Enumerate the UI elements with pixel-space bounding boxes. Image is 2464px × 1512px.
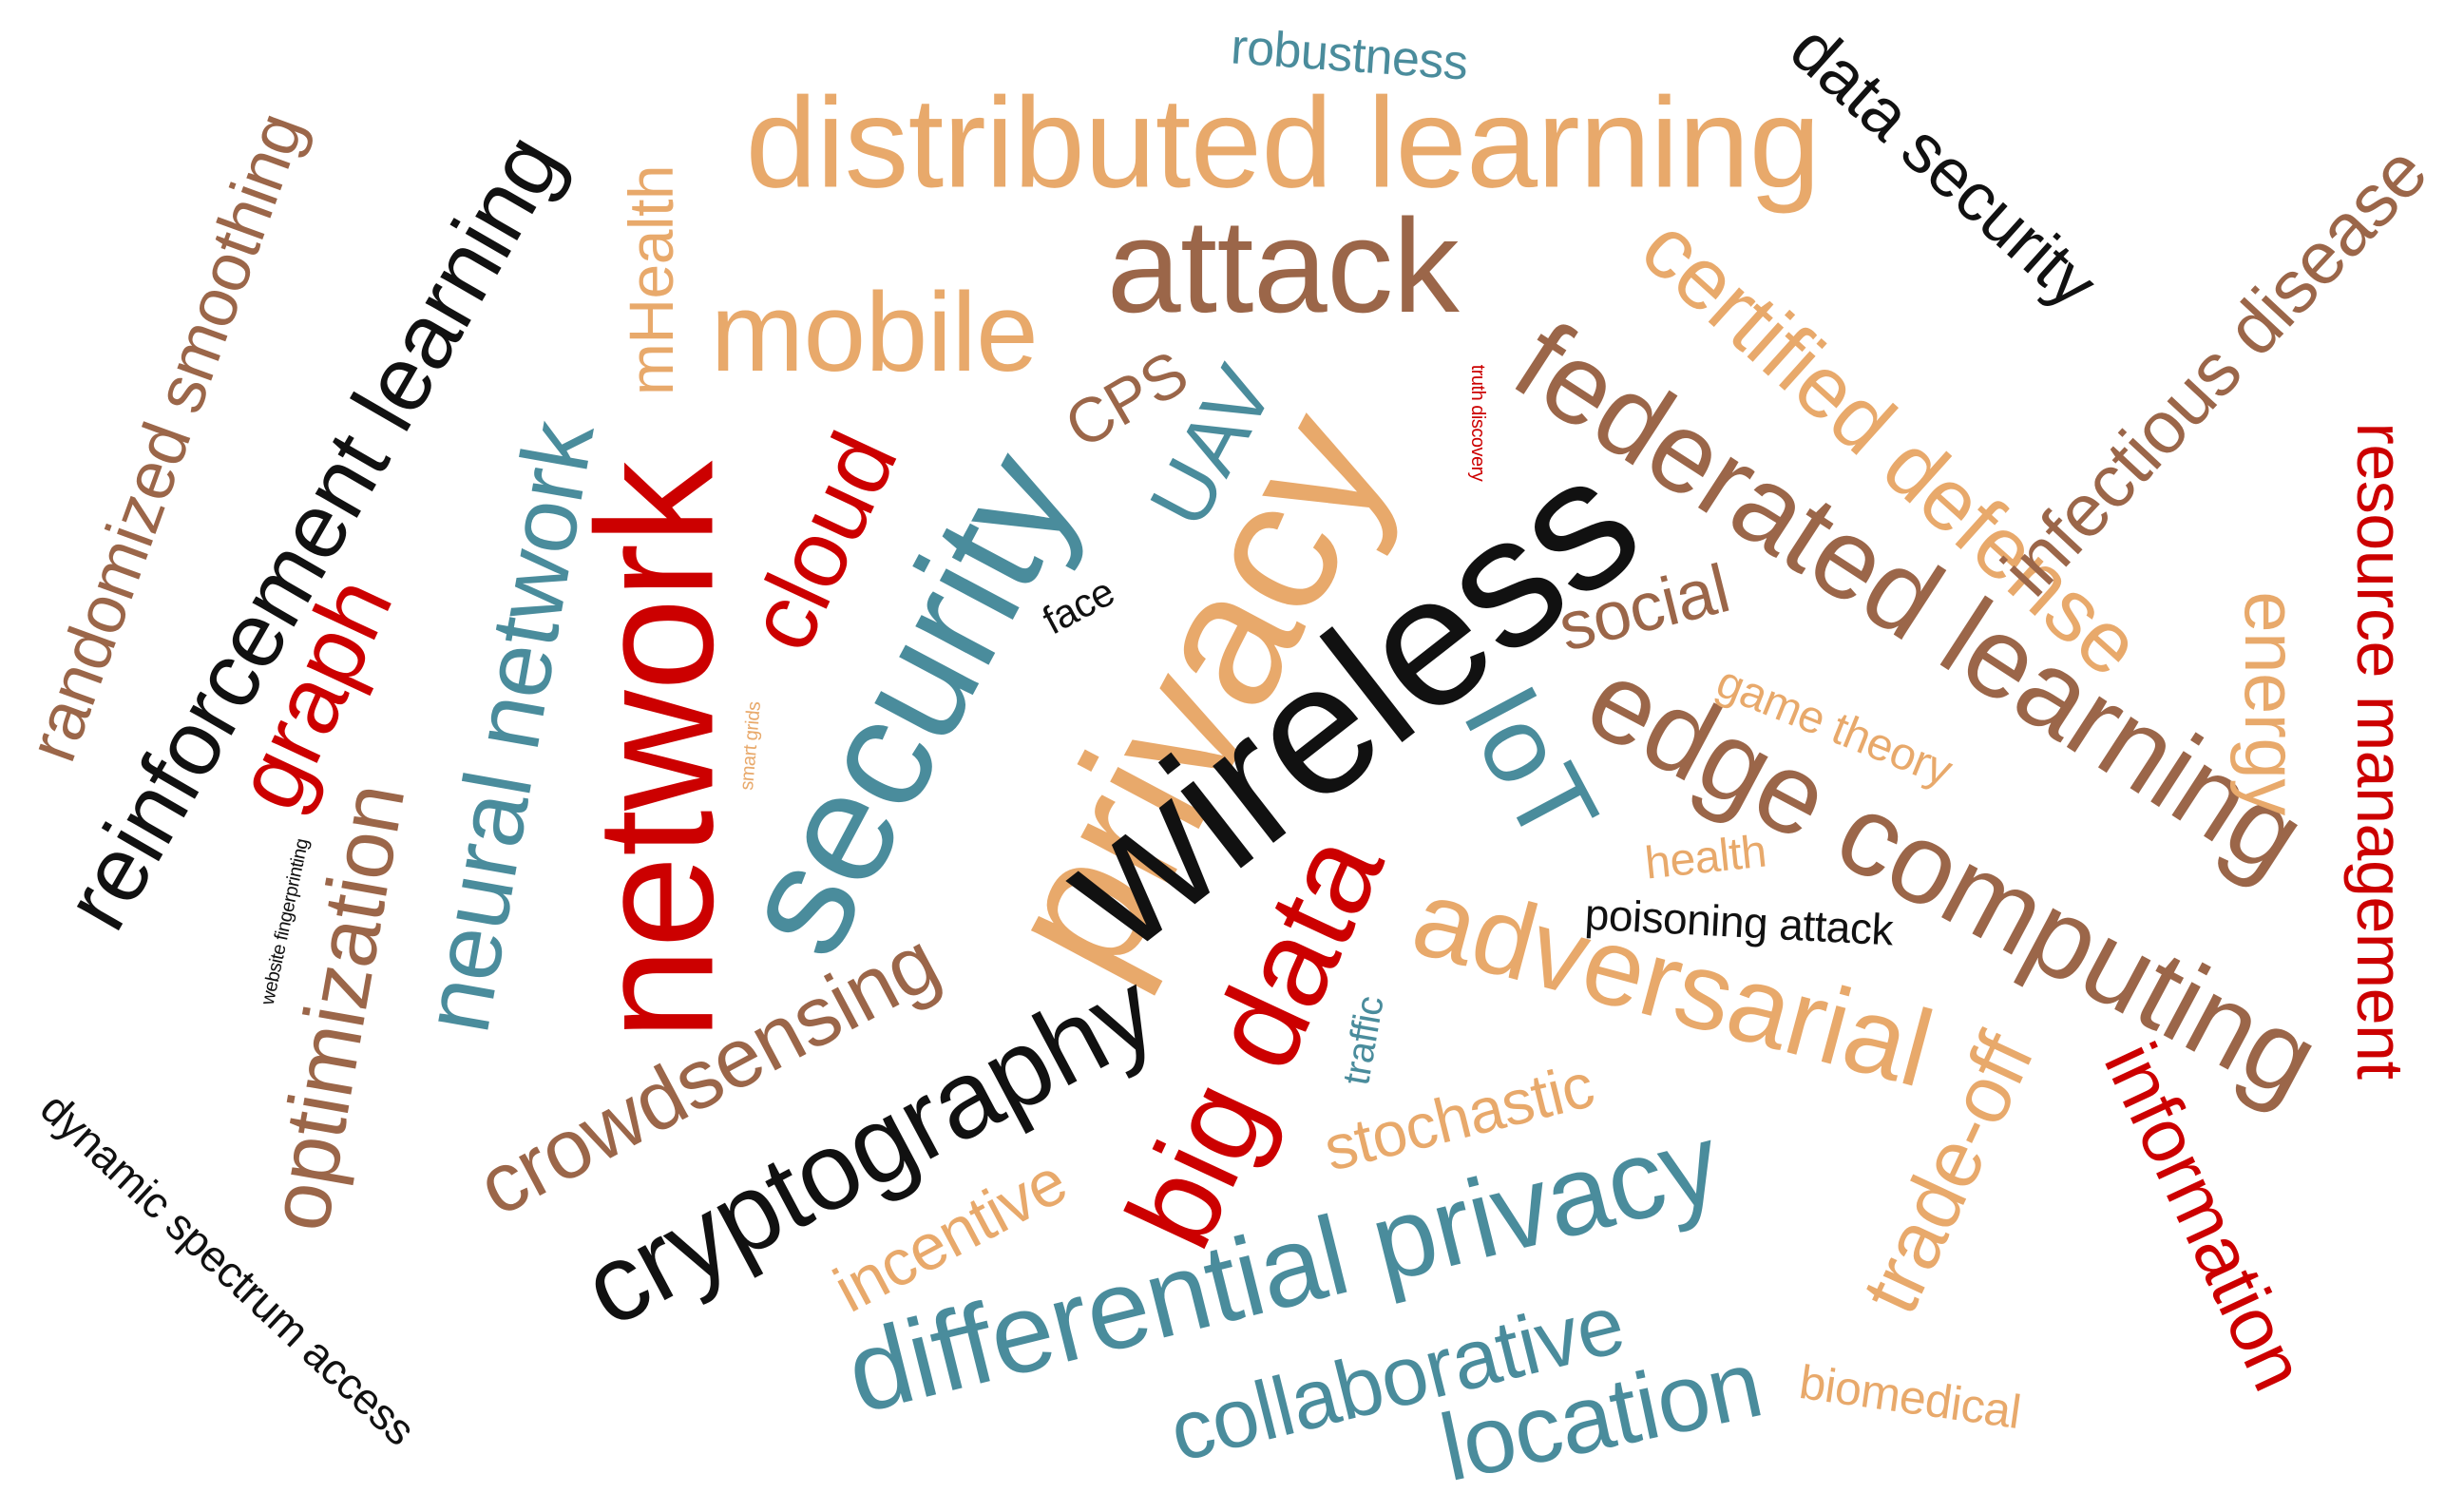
word-mhealth: mHealth bbox=[616, 164, 686, 396]
word-data-security: data security bbox=[1775, 10, 2111, 323]
word-network: network bbox=[563, 461, 749, 1041]
word-biomedical: biomedical bbox=[1796, 1354, 2024, 1440]
word-dynamic-spectrum-access: dynamic spectrum access bbox=[30, 1082, 426, 1455]
word-optimization: optimization bbox=[251, 776, 424, 1238]
word-distributed-learning: distributed learning bbox=[745, 70, 1821, 215]
word-mobile: mobile bbox=[710, 270, 1039, 395]
word-truth-discovery: truth discovery bbox=[1467, 364, 1488, 482]
word-health: health bbox=[1642, 826, 1769, 890]
word-attack: attack bbox=[1106, 191, 1460, 340]
word-energy: energy bbox=[2229, 591, 2313, 815]
word-resource-management: resource management bbox=[2343, 422, 2417, 1080]
